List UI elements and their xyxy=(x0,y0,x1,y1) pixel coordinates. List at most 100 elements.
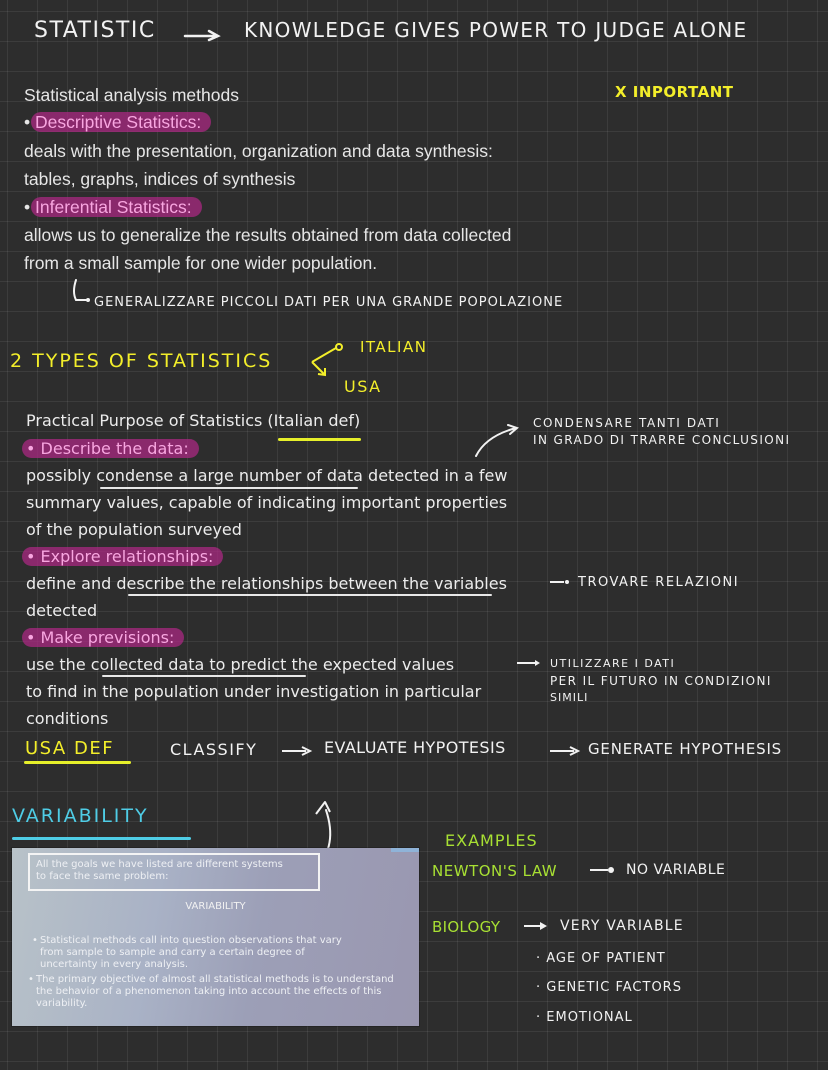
branch-italian: ITALIAN xyxy=(360,338,428,356)
variability-slide-image: All the goals we have listed are differe… xyxy=(12,848,419,1026)
biology-result: VERY VARIABLE xyxy=(560,918,684,934)
newton-label: NEWTON'S LAW xyxy=(432,862,558,880)
important-note: X INPORTANT xyxy=(615,83,734,101)
slide-title: VARIABILITY xyxy=(185,901,246,912)
explore-line-1-underlined: escribe the relationships between the va… xyxy=(126,574,507,593)
biology-factor-1: · AGE OF PATIENT xyxy=(536,951,666,966)
bullet: • xyxy=(26,547,41,566)
previsions-label: • Make previsions: xyxy=(22,628,185,647)
slide-bullets: Statistical methods call into question o… xyxy=(28,935,402,1013)
page-title-left: STATISTIC xyxy=(34,18,156,43)
previsions-line-3: conditions xyxy=(26,709,109,728)
condense-note-line-1: CONDENSARE TANTI DATI xyxy=(533,416,721,430)
purpose-heading: Practical Purpose of Statistics (Italian… xyxy=(26,411,360,430)
previsions-line-1-pre: use the c xyxy=(26,655,100,674)
slide-accent xyxy=(391,848,419,852)
bullet: • xyxy=(24,197,35,217)
hook-arrow-icon xyxy=(73,279,90,302)
explore-line-1-pre: define and d xyxy=(26,574,127,593)
descriptive-label: Descriptive Statistics: xyxy=(31,112,212,132)
page-title-right: KNOWLEDGE GIVES POWER TO JUDGE ALONE xyxy=(244,18,748,42)
italian-def-underline xyxy=(278,438,361,441)
bullet: • xyxy=(26,628,41,647)
slide-boxed-line-2: to face the same problem: xyxy=(36,871,169,882)
biology-factor-3: · EMOTIONAL xyxy=(536,1010,633,1025)
previsions-line-1-post: the expected values xyxy=(286,655,455,674)
inferential-line-2: from a small sample for one wider popula… xyxy=(24,253,378,273)
condense-underline xyxy=(100,487,358,489)
arrow-right-icon xyxy=(183,29,221,42)
describe-line-1-underlined: condense a large number of data xyxy=(96,466,363,485)
bullet: • xyxy=(24,112,35,132)
usa-def-underline xyxy=(24,761,131,764)
examples-title: EXAMPLES xyxy=(445,831,538,850)
descriptive-line-1: deals with the presentation, organizatio… xyxy=(24,141,493,161)
slide-bullet-1: Statistical methods call into question o… xyxy=(32,935,402,971)
inferential-label: Inferential Statistics: xyxy=(31,197,202,217)
describe-label-text: Describe the data: xyxy=(40,439,189,458)
describe-line-3: of the population surveyed xyxy=(26,520,242,539)
describe-line-1-post: detected in a few xyxy=(362,466,508,485)
previsions-item: • Make previsions: xyxy=(22,628,185,647)
describe-label: • Describe the data: xyxy=(22,439,199,458)
describe-line-1: possibly condense a large number of data… xyxy=(26,466,507,485)
slide-boxed-line-1: All the goals we have listed are differe… xyxy=(36,859,283,870)
slide-boxed-text: All the goals we have listed are differe… xyxy=(28,853,320,891)
factor-text: GENETIC FACTORS xyxy=(546,980,682,995)
relationships-underline xyxy=(128,594,492,596)
arrow-right-icon xyxy=(590,867,614,873)
purpose-heading-post: ) xyxy=(354,411,361,430)
future-note-line-1: UTILIZZARE I DATI xyxy=(550,657,676,670)
branch-arrows-icon xyxy=(311,343,343,377)
purpose-heading-italian-def: Italian def xyxy=(273,411,355,430)
usa-step-evaluate: EVALUATE HYPOTESIS xyxy=(324,738,506,757)
curved-arrow-icon xyxy=(475,424,519,457)
explore-label: • Explore relationships: xyxy=(22,547,224,566)
factor-text: AGE OF PATIENT xyxy=(546,951,666,966)
arrow-right-icon xyxy=(550,746,581,756)
descriptive-item: • Descriptive Statistics: xyxy=(24,112,212,133)
methods-heading: Statistical analysis methods xyxy=(24,85,239,105)
biology-label: BIOLOGY xyxy=(432,918,501,936)
explore-item: • Explore relationships: xyxy=(22,547,224,566)
future-note-line-2: PER IL FUTURO IN CONDIZIONI xyxy=(550,674,772,688)
branch-usa: USA xyxy=(344,377,382,396)
previsions-line-1-underlined: ollected data to predict xyxy=(99,655,287,674)
predict-underline xyxy=(102,675,306,677)
inferential-item: • Inferential Statistics: xyxy=(24,197,202,218)
variability-underline xyxy=(12,837,191,840)
usa-def-label: USA DEF xyxy=(25,738,115,759)
describe-line-1-pre: possibly xyxy=(26,466,97,485)
explore-line-1: define and describe the relationships be… xyxy=(26,574,507,593)
newton-result: NO VARIABLE xyxy=(626,862,726,878)
relations-note: TROVARE RELAZIONI xyxy=(578,575,740,590)
purpose-heading-pre: Practical Purpose of Statistics ( xyxy=(26,411,274,430)
usa-step-classify: CLASSIFY xyxy=(170,740,258,759)
describe-line-2: summary values, capable of indicating im… xyxy=(26,493,508,512)
usa-step-generate: GENERATE HYPOTHESIS xyxy=(588,740,782,758)
previsions-line-1: use the collected data to predict the ex… xyxy=(26,655,454,674)
arrow-right-icon xyxy=(550,580,569,584)
explore-label-text: Explore relationships: xyxy=(40,547,214,566)
descriptive-line-2: tables, graphs, indices of synthesis xyxy=(24,169,296,189)
previsions-line-2: to find in the population under investig… xyxy=(26,682,482,701)
bullet: · xyxy=(536,980,547,995)
variability-title: VARIABILITY xyxy=(12,805,149,827)
future-note-line-3: SIMILI xyxy=(550,691,589,704)
arrow-right-icon xyxy=(517,660,540,666)
arrow-right-icon xyxy=(524,922,547,930)
slide-bullet-2: The primary objective of almost all stat… xyxy=(28,974,402,1010)
biology-factor-2: · GENETIC FACTORS xyxy=(536,980,682,995)
previsions-label-text: Make previsions: xyxy=(40,628,175,647)
generalize-note: GENERALIZZARE PICCOLI DATI PER UNA GRAND… xyxy=(94,295,564,310)
explore-line-2: detected xyxy=(26,601,98,620)
bullet: • xyxy=(26,439,41,458)
types-title: 2 TYPES OF STATISTICS xyxy=(10,350,273,372)
bullet: · xyxy=(536,1010,547,1025)
arrow-right-icon xyxy=(282,746,313,756)
factor-text: EMOTIONAL xyxy=(546,1010,633,1025)
condense-note-line-2: IN GRADO DI TRARRE CONCLUSIONI xyxy=(533,433,791,447)
describe-item: • Describe the data: xyxy=(22,439,199,458)
inferential-line-1: allows us to generalize the results obta… xyxy=(24,225,512,245)
bullet: · xyxy=(536,951,547,966)
